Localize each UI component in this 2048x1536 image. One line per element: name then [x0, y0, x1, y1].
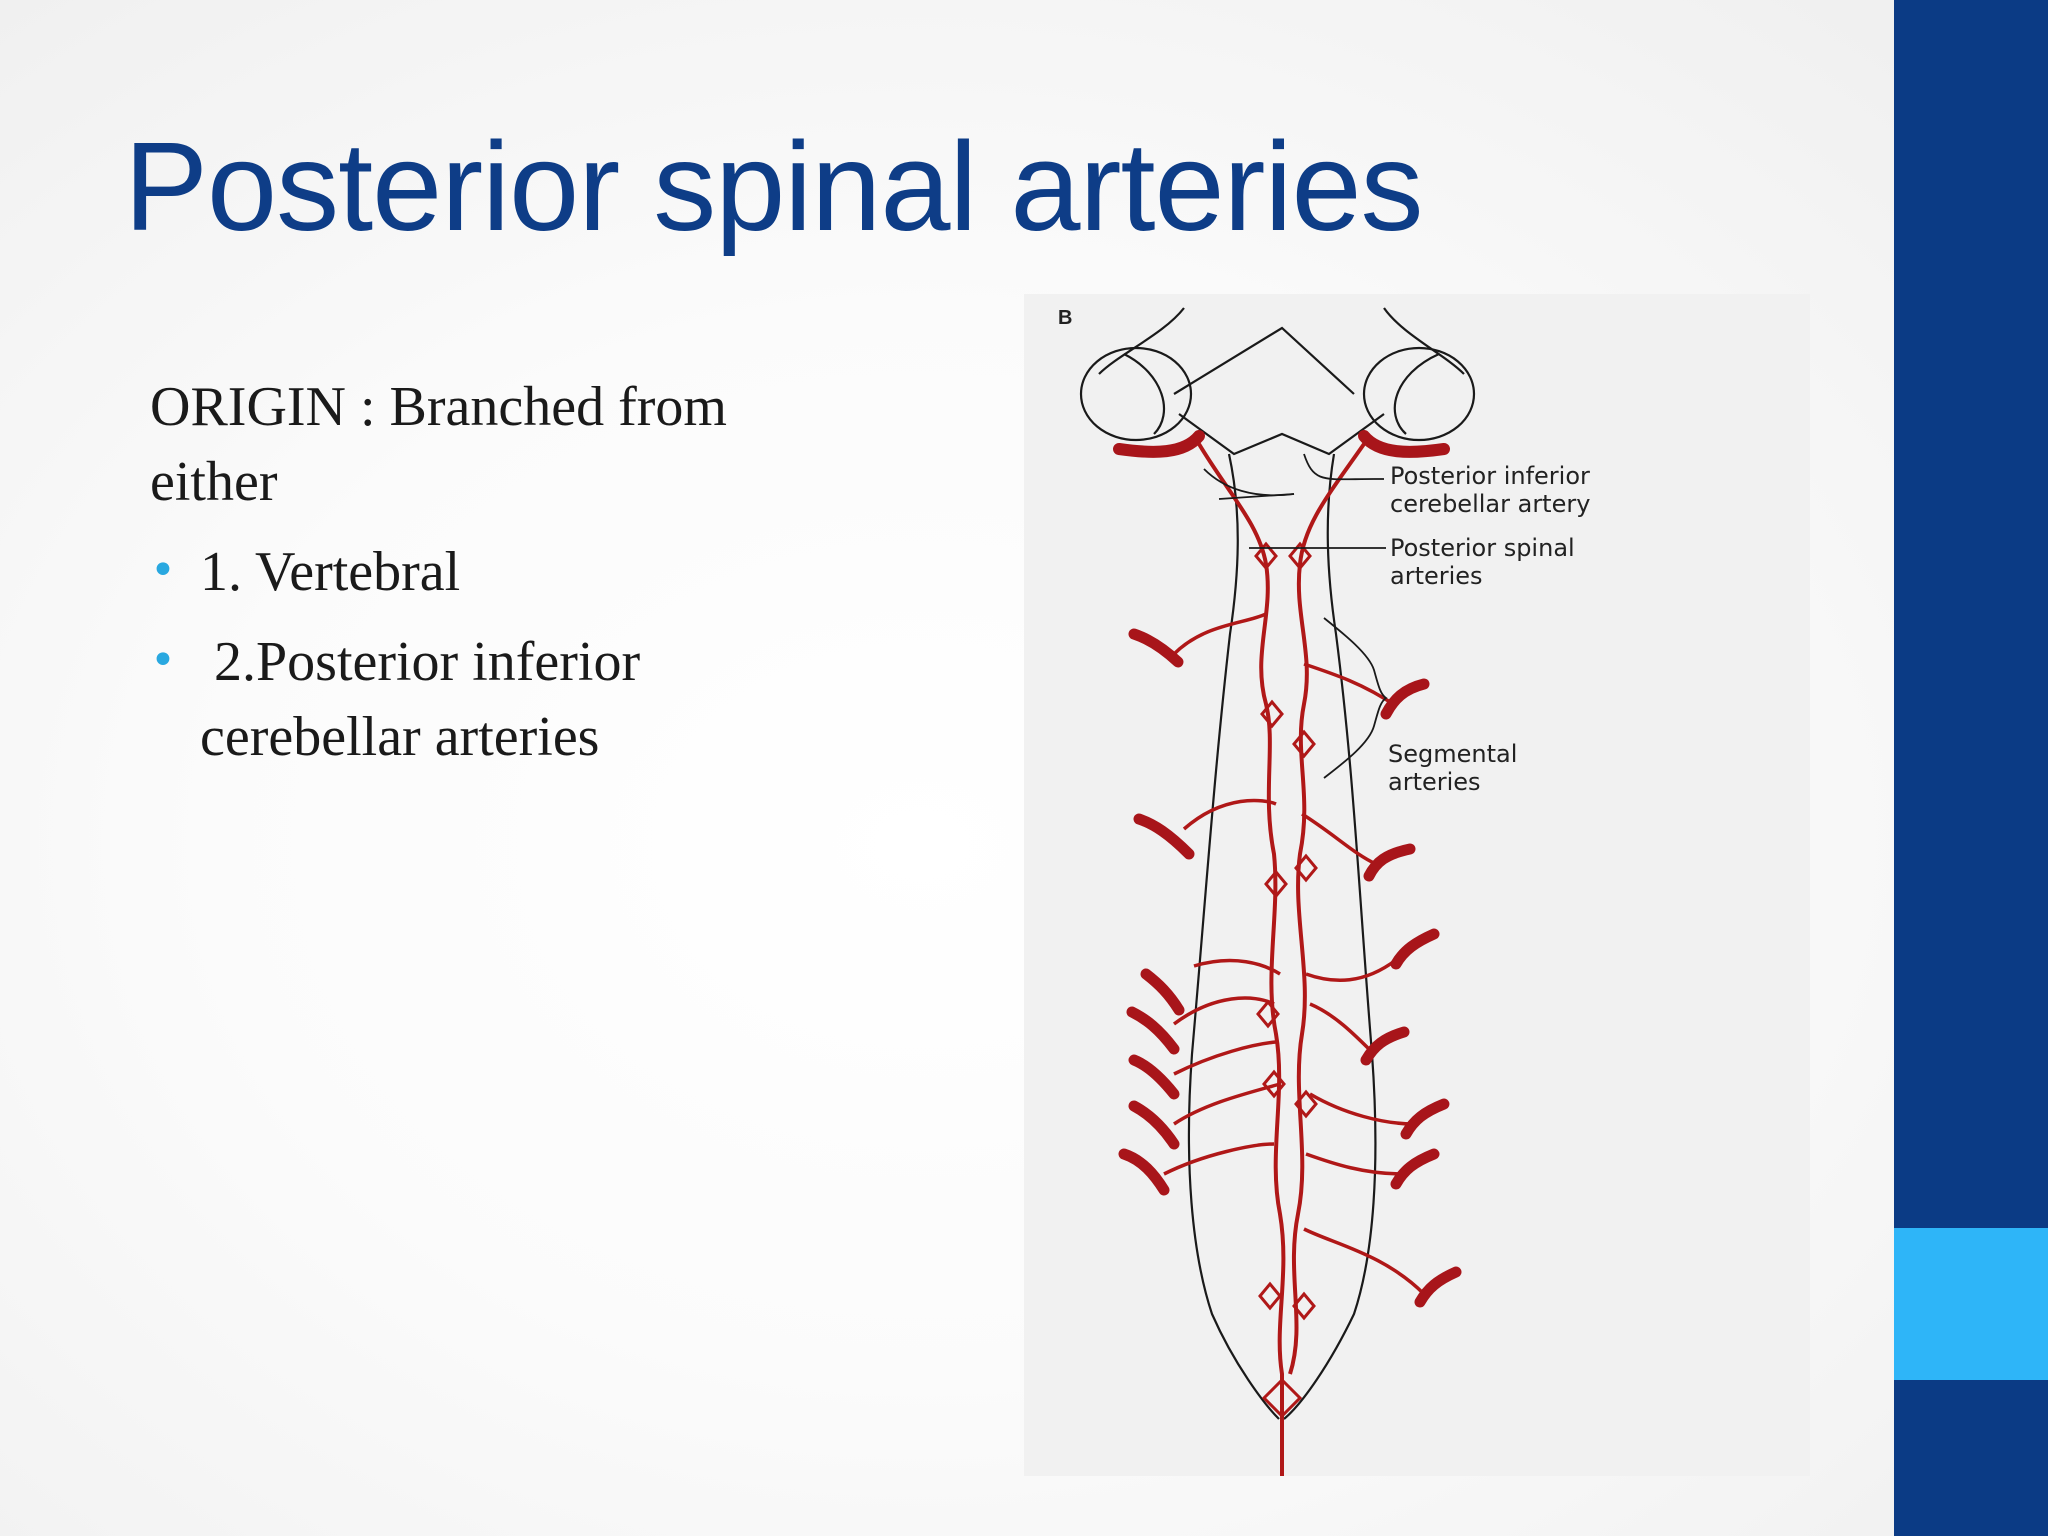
diagram-svg: B — [1058, 307, 1590, 1476]
label-pica-line1: Posterior inferior — [1390, 462, 1590, 490]
bullet-text: 1. Vertebral — [200, 541, 461, 603]
slide-title: Posterior spinal arteries — [124, 116, 1424, 257]
slide-body: ORIGIN : Branched from either • 1. Verte… — [150, 370, 830, 790]
panel-letter: B — [1058, 307, 1072, 329]
label-leaders — [1203, 453, 1388, 779]
bullet-icon: • — [150, 545, 176, 596]
bullet-icon: • — [150, 635, 176, 686]
segmental-stubs — [1118, 628, 1462, 1308]
bullet-text: 2.Posterior inferior cerebellar arteries — [200, 631, 655, 768]
bullet-item-vertebral: • 1. Vertebral — [150, 535, 830, 610]
origin-text: ORIGIN : Branched from either — [150, 376, 727, 513]
spinal-artery-diagram: B — [1024, 294, 1810, 1476]
accent-band-light — [1894, 1228, 2048, 1380]
label-psa-line1: Posterior spinal — [1390, 534, 1575, 562]
label-seg-line1: Segmental — [1388, 740, 1517, 768]
label-pica-line2: cerebellar artery — [1390, 490, 1590, 518]
bullet-list: • 1. Vertebral • 2.Posterior inferior ce… — [150, 535, 830, 775]
label-seg-line2: arteries — [1388, 768, 1481, 796]
segmental-branches — [1163, 612, 1426, 1296]
bullet-item-pica: • 2.Posterior inferior cerebellar arteri… — [150, 625, 830, 775]
label-psa-line2: arteries — [1390, 562, 1483, 590]
pica-arteries — [1113, 430, 1450, 458]
diagram-labels: Posterior inferior cerebellar artery Pos… — [1388, 462, 1590, 796]
